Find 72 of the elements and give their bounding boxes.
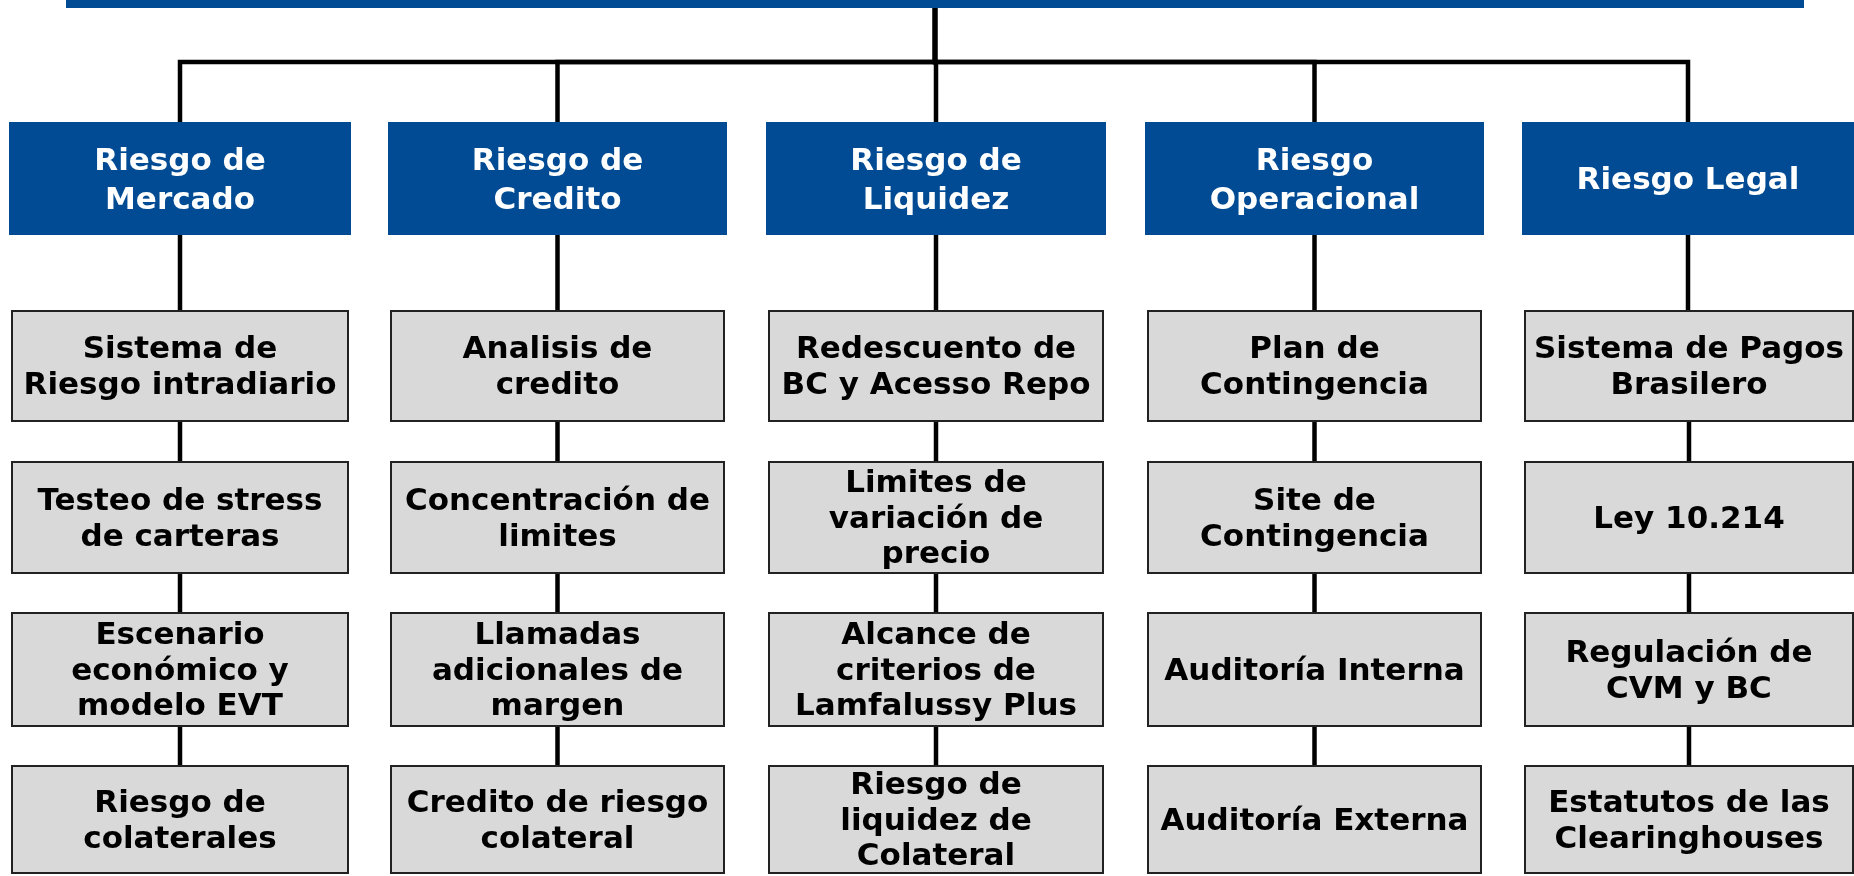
item-box <box>1524 461 1854 574</box>
connector-line <box>1686 727 1692 765</box>
category-box <box>766 122 1106 235</box>
item-label: Auditoría Interna <box>1163 651 1466 688</box>
item-label: Sistema de Riesgo intradiario <box>22 330 338 402</box>
item-label: Estatutos de las Clearinghouses <box>1547 783 1831 856</box>
item-box <box>11 612 349 727</box>
category-label: Riesgo de Liquidez <box>849 139 1023 218</box>
item-box <box>1524 765 1854 874</box>
connector-line <box>933 727 939 765</box>
item-box <box>768 461 1104 574</box>
connector-line <box>177 727 183 765</box>
item-label: Alcance de criterios de Lamfalussy Plus <box>794 616 1078 723</box>
item-box <box>768 612 1104 727</box>
item-box <box>11 765 349 874</box>
category-label: Riesgo Legal <box>1575 159 1801 198</box>
category-label: Riesgo de Mercado <box>93 139 267 218</box>
item-label: Concentración de limites <box>404 481 711 554</box>
item-label: Limites de variación de precio <box>827 464 1045 571</box>
connector-line <box>177 235 183 310</box>
item-label: Redescuento de BC y Acesso Repo <box>780 330 1092 402</box>
item-box <box>390 310 725 422</box>
connector-line <box>1686 422 1692 461</box>
connector-line <box>933 574 939 612</box>
item-label: Ley 10.214 <box>1592 499 1786 536</box>
category-box <box>1522 122 1854 235</box>
item-label: Regulación de CVM y BC <box>1564 633 1814 706</box>
title-bar <box>66 0 1804 8</box>
item-box <box>768 765 1104 874</box>
item-box <box>1147 461 1482 574</box>
item-box <box>1524 310 1854 422</box>
item-box <box>1147 310 1482 422</box>
category-box <box>388 122 727 235</box>
connector-line <box>1312 574 1317 612</box>
connector-line <box>1312 727 1317 765</box>
item-label: Testeo de stress de carteras <box>36 481 324 554</box>
item-label: Riesgo de colaterales <box>82 783 278 856</box>
item-box <box>1147 765 1482 874</box>
connector-line <box>177 422 183 461</box>
category-label: Riesgo Operacional <box>1208 139 1421 218</box>
connector-line <box>555 422 560 461</box>
item-box <box>1524 612 1854 727</box>
category-label: Riesgo de Credito <box>470 139 645 218</box>
connector-line <box>1312 422 1317 461</box>
connector-line <box>932 8 1691 122</box>
item-label: Analisis de credito <box>461 330 654 402</box>
item-box <box>11 461 349 574</box>
item-box <box>390 461 725 574</box>
connector-line <box>177 574 183 612</box>
item-label: Site de Contingencia <box>1199 481 1430 554</box>
item-label: Auditoría Externa <box>1159 801 1470 838</box>
connector-line <box>555 574 560 612</box>
item-label: Sistema de Pagos Brasilero <box>1533 330 1845 402</box>
category-box <box>9 122 351 235</box>
connector-line <box>555 235 560 310</box>
item-label: Credito de riesgo colateral <box>405 783 710 856</box>
connector-line <box>1685 235 1691 310</box>
connector-line <box>1312 235 1317 310</box>
connector-line <box>933 235 939 310</box>
item-label: Escenario económico y modelo EVT <box>70 616 290 723</box>
item-box <box>390 612 725 727</box>
item-box <box>390 765 725 874</box>
item-label: Plan de Contingencia <box>1199 330 1430 402</box>
item-box <box>11 310 349 422</box>
item-label: Llamadas adicionales de margen <box>430 616 685 723</box>
item-label: Riesgo de liquidez de Colateral <box>839 766 1033 873</box>
connector-line <box>555 727 560 765</box>
item-box <box>768 310 1104 422</box>
connector-line <box>1686 574 1692 612</box>
item-box <box>1147 612 1482 727</box>
category-box <box>1145 122 1484 235</box>
connector-line <box>933 422 939 461</box>
